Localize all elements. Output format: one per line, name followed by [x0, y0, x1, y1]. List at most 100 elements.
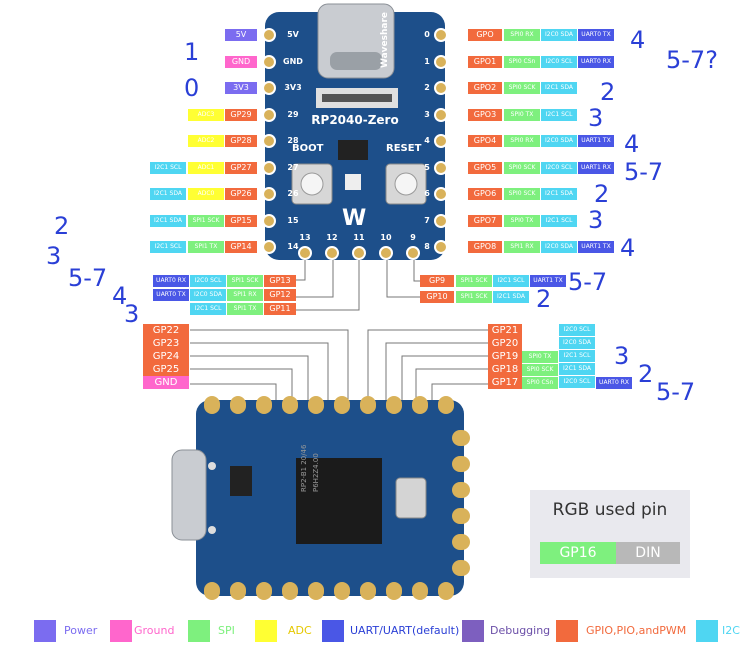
bottom-pin-label: GP11 [264, 303, 296, 315]
top-left-pad [262, 28, 276, 42]
top-bottom-pin-number: 13 [299, 233, 311, 242]
bottom-pin-function: UART0 RX [153, 275, 189, 287]
top-right-pin-number: 4 [424, 136, 430, 145]
right-pin-function: SPI0 SCK [504, 161, 540, 174]
lower-right-pad [452, 482, 470, 498]
bottom-pin-function: SPI1 RX [227, 289, 263, 301]
right-pin-label: GPO [468, 29, 502, 41]
left-pin-function: I2C1 SCL [150, 161, 186, 174]
lower-pin-leads [190, 329, 488, 410]
top-right-pin-number: 5 [424, 162, 430, 172]
top-right-pad [434, 54, 448, 69]
lower-chip-line2: P6H2Z4.00 [312, 453, 320, 492]
right-pin-function: I2C0 SDA [541, 135, 577, 147]
lower-left-pin-label: GP23 [143, 337, 189, 350]
right-pin-function: SPI0 TX [504, 214, 540, 227]
bottom-pin-function: SPI1 SCK [227, 275, 263, 287]
top-left-pad [262, 81, 276, 95]
lower-top-pad [230, 396, 246, 414]
lower-bottom-pad [386, 582, 402, 600]
top-left-pin-number: 15 [287, 215, 299, 225]
rgb-pin-func: DIN [616, 542, 680, 564]
lower-bottom-pad [308, 582, 324, 600]
lower-top-pad [334, 396, 350, 414]
lower-bottom-pad [256, 582, 272, 600]
right-pin-function: I2C1 SCL [541, 108, 577, 121]
lower-right-pin-function: SPI0 SCK [522, 364, 558, 376]
left-pin-label: GND [225, 55, 257, 68]
annotation-note: 1 [184, 38, 200, 66]
lower-bottom-pad [334, 582, 350, 600]
annotation-note: 4 [112, 282, 128, 310]
left-pin-function: SPI1 SCK [188, 214, 224, 227]
lower-top-pad [360, 396, 376, 414]
top-left-pad [262, 213, 276, 228]
top-left-pad [262, 54, 276, 69]
annotation-note: 4 [630, 26, 646, 54]
rgb-led-top [345, 174, 361, 190]
left-pin-label: GP26 [225, 188, 257, 200]
top-left-pin-number: 5V [287, 30, 299, 39]
legend-label: Ground [134, 624, 175, 637]
right-pin-function: UART1 TX [578, 135, 614, 147]
legend-label: Debugging [490, 624, 551, 637]
left-pin-label: GP27 [225, 161, 257, 174]
right-pin-function: SPI0 CSn [504, 55, 540, 68]
right-pin-function: SPI0 RX [504, 135, 540, 147]
bottom-pin-function: I2C0 SDA [190, 289, 226, 301]
lower-chip-line1: RP2-B1 20/46 [300, 444, 308, 492]
lower-top-pad [308, 396, 324, 414]
legend-label: Power [64, 624, 98, 637]
right-pin-label: GPO2 [468, 82, 502, 94]
board-model: RP2040-Zero [311, 113, 399, 127]
top-right-pad [434, 81, 448, 95]
rgb-pin-gpio: GP16 [540, 542, 616, 564]
rgb-pin-title: RGB used pin [552, 500, 668, 520]
lower-right-pin-function: I2C0 SDA [559, 337, 595, 349]
bottom-pin-function: I2C1 SCL [190, 303, 226, 315]
annotation-note: 5-7 [624, 158, 664, 186]
top-right-pin-number: 1 [424, 56, 430, 66]
top-left-pad [262, 240, 276, 254]
lower-right-pin-label: GP18 [488, 363, 522, 376]
lower-right-pin-function: I2C0 SCL [559, 376, 595, 388]
top-right-pin-number: 3 [424, 109, 430, 119]
top-left-pin-number: 29 [287, 109, 299, 119]
lower-right-pad [452, 508, 470, 524]
legend-swatch [462, 620, 484, 642]
top-right-pad [434, 28, 448, 42]
top-left-pad [262, 107, 276, 122]
bottom-pin-function: UART1 TX [530, 275, 566, 287]
left-pin-function: SPI1 TX [188, 241, 224, 253]
annotation-note: 0 [184, 74, 200, 102]
top-bottom-pin-number: 10 [380, 233, 392, 242]
right-pin-label: GPO1 [468, 55, 502, 68]
lower-right-pin-function: UART0 RX [596, 377, 632, 389]
annotation-note: 3 [614, 342, 630, 370]
left-pin-function: I2C1 SCL [150, 241, 186, 253]
top-bottom-pin-number: 11 [353, 233, 365, 242]
right-pin-function: I2C0 SCL [541, 161, 577, 174]
lower-chip [296, 458, 382, 544]
lower-bottom-pad [412, 582, 428, 600]
lower-right-pin-function: I2C1 SDA [559, 363, 595, 375]
top-bottom-pad [379, 246, 393, 260]
top-bottom-pad [406, 246, 420, 260]
top-right-pad [434, 160, 448, 175]
left-pin-function: ADC3 [188, 108, 224, 121]
right-pin-label: GPO5 [468, 161, 502, 174]
lower-left-pin-label: GND [143, 376, 189, 389]
annotation-note: 3 [588, 104, 604, 132]
lower-top-pad [204, 396, 220, 414]
annotation-note: 4 [620, 234, 636, 262]
annotation-note: 2 [638, 360, 654, 388]
right-pin-label: GPO6 [468, 188, 502, 200]
lower-right-pin-label: GP20 [488, 337, 522, 350]
lower-right-pin-function: I2C0 SCL [559, 324, 595, 336]
left-pin-label: GP14 [225, 241, 257, 253]
bottom-pin-label: GP10 [420, 291, 454, 303]
top-right-pin-number: 0 [424, 30, 430, 39]
legend-swatch [110, 620, 132, 642]
top-bottom-pin-leads [295, 254, 420, 311]
right-pin-function: I2C1 SDA [541, 188, 577, 200]
